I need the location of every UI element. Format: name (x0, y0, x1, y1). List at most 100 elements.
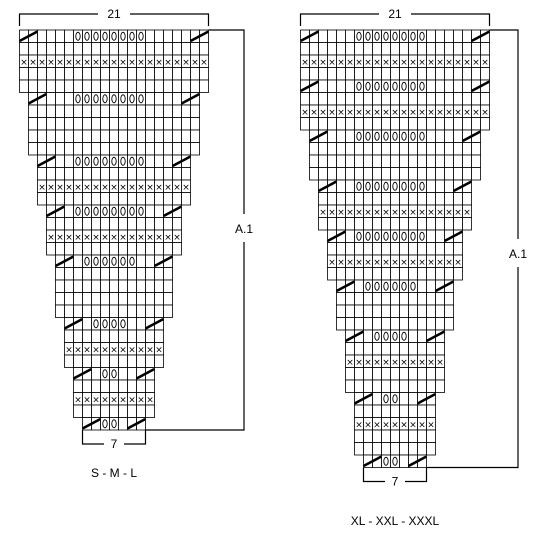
stitch-cell (100, 354, 110, 368)
stitch-cell (435, 217, 445, 231)
repeat-bracket-top (489, 29, 519, 239)
stitch-cell (309, 142, 319, 156)
purl-symbol: × (445, 108, 453, 118)
stitch-cell (453, 42, 463, 56)
stitch-cell (408, 404, 418, 418)
stitch-cell (345, 242, 355, 256)
yarn-over-symbol (111, 419, 117, 429)
stitch-cell (372, 67, 382, 81)
purl-symbol: × (346, 258, 354, 268)
stitch-cell (435, 79, 445, 93)
purl-symbol: × (409, 258, 417, 268)
purl-symbol: × (346, 208, 354, 218)
purl-symbol: × (119, 58, 127, 68)
decrease-left-mark (82, 418, 101, 430)
purl-symbol: × (418, 108, 426, 118)
decrease-right-mark (172, 155, 191, 167)
stitch-cell (327, 29, 337, 43)
yarn-over-symbol (392, 231, 398, 241)
stitch-cell (73, 304, 83, 318)
purl-symbol: × (47, 58, 55, 68)
stitch-cell (136, 304, 146, 318)
purl-symbol: × (391, 358, 399, 368)
chart-row: ××××××××××××××× (327, 254, 463, 268)
stitch-cell (417, 367, 427, 381)
stitch-cell (46, 117, 56, 131)
decrease-right-mark (471, 30, 490, 42)
stitch-cell (109, 117, 119, 131)
stitch-cell (318, 142, 328, 156)
stitch-cell (181, 192, 191, 206)
stitch-cell (390, 92, 400, 106)
stitch-cell (64, 79, 74, 93)
stitch-cell (109, 379, 119, 393)
yarn-over-symbol (129, 94, 135, 104)
stitch-cell (444, 292, 454, 306)
decrease-right-mark (163, 205, 182, 217)
stitch-cell (109, 304, 119, 318)
stitch-cell (28, 42, 38, 56)
stitch-cell (91, 379, 101, 393)
yarn-over-symbol (365, 181, 371, 191)
stitch-cell (55, 117, 65, 131)
stitch-cell (390, 154, 400, 168)
stitch-cell (73, 254, 83, 268)
yarn-over-symbol (383, 181, 389, 191)
stitch-cell (426, 217, 436, 231)
stitch-cell (462, 67, 472, 81)
yarn-over-symbol (374, 181, 380, 191)
stitch-cell (345, 67, 355, 81)
stitch-cell (327, 92, 337, 106)
stitch-cell (354, 192, 364, 206)
stitch-cell (127, 317, 137, 331)
stitch-cell (408, 329, 418, 343)
stitch-cell (55, 192, 65, 206)
stitch-cell (381, 379, 391, 393)
stitch-cell (435, 129, 445, 143)
chart-row (354, 392, 436, 406)
stitch-cell (172, 192, 182, 206)
chart-row (19, 29, 209, 43)
stitch-cell (136, 104, 146, 118)
yarn-over-symbol (401, 31, 407, 41)
purl-symbol: × (427, 58, 435, 68)
stitch-cell (327, 267, 337, 281)
stitch-cell (417, 92, 427, 106)
stitch-cell (390, 379, 400, 393)
stitch-cell (136, 292, 146, 306)
chart-row (46, 217, 182, 231)
stitch-cell (163, 167, 173, 181)
stitch-cell (372, 217, 382, 231)
stitch-cell (336, 129, 346, 143)
stitch-cell (64, 329, 74, 343)
stitch-cell (399, 367, 409, 381)
purl-symbol: × (436, 258, 444, 268)
stitch-cell (435, 267, 445, 281)
stitch-cell (163, 29, 173, 43)
stitch-cell (127, 104, 137, 118)
stitch-cell (354, 304, 364, 318)
stitch-cell (154, 267, 164, 281)
purl-symbol: × (355, 208, 363, 218)
stitch-cell (408, 379, 418, 393)
stitch-cell (318, 79, 328, 93)
stitch-cell (154, 142, 164, 156)
stitch-cell (55, 92, 65, 106)
purl-symbol: × (92, 395, 100, 405)
stitch-cell (426, 242, 436, 256)
stitch-cell (73, 329, 83, 343)
stitch-cell (336, 42, 346, 56)
stitch-cell (471, 142, 481, 156)
purl-symbol: × (436, 108, 444, 118)
stitch-cell (363, 117, 373, 131)
top-bracket-right (130, 13, 210, 26)
purl-symbol: × (20, 58, 28, 68)
stitch-cell (73, 242, 83, 256)
stitch-cell (345, 142, 355, 156)
stitch-cell (453, 29, 463, 43)
stitch-cell (354, 167, 364, 181)
stitch-cell (435, 317, 445, 331)
purl-symbol: × (319, 208, 327, 218)
stitch-cell (354, 279, 364, 293)
